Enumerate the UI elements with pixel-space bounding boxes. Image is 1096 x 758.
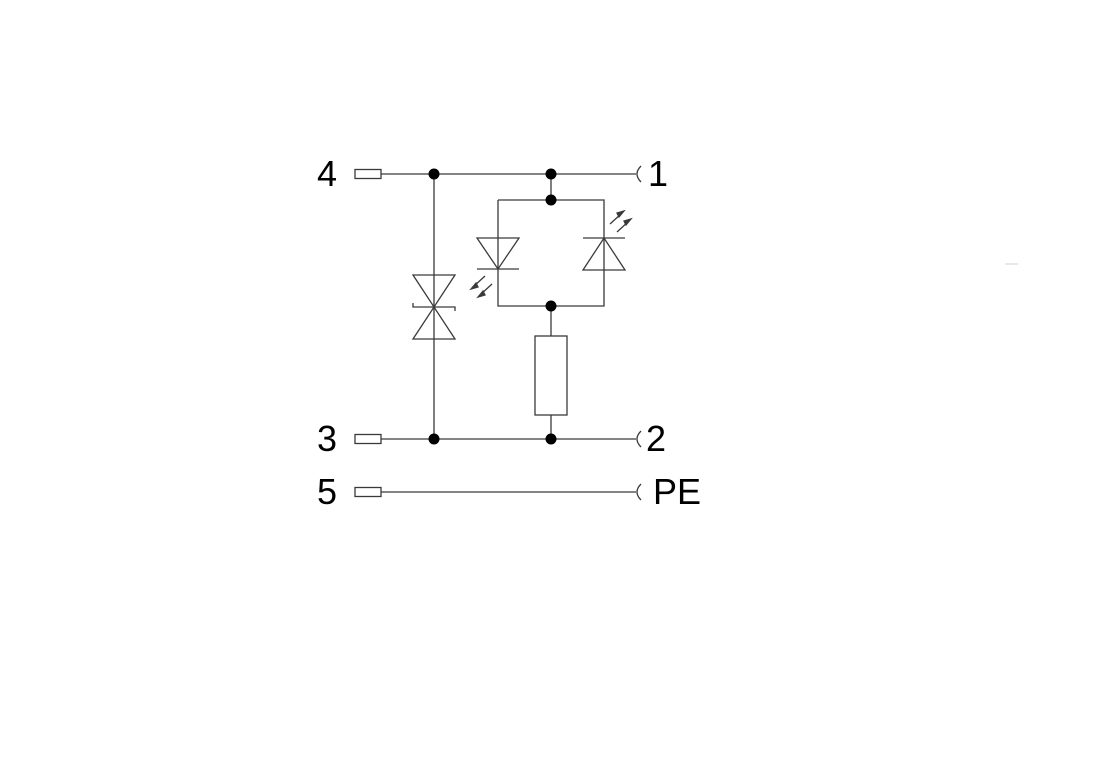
led-left-icon [469,237,521,299]
pin-label-4: 4 [317,153,338,194]
junction-node [428,433,440,445]
led-right-icon [581,209,633,271]
tvs-diode-icon [411,274,457,340]
pin-label-5: 5 [317,471,338,512]
pin-label-3: 3 [317,418,338,459]
junction-node [428,168,440,180]
plug-pin-5-icon [354,486,382,498]
plug-pin-3-icon [354,433,382,445]
junction-node [545,300,557,312]
resistor-icon [534,335,568,416]
socket-pin-1-icon [636,165,642,183]
plug-pin-4-icon [354,168,382,180]
pin-label-pe: PE [653,471,702,512]
junction-node [545,433,557,445]
wire-bridge [497,199,605,307]
pin-label-2: 2 [646,418,667,459]
junction-node [545,194,557,206]
socket-pin-2-icon [636,430,642,448]
socket-pin-pe-icon [636,483,642,501]
junction-node [545,168,557,180]
pin-label-1: 1 [648,153,669,194]
